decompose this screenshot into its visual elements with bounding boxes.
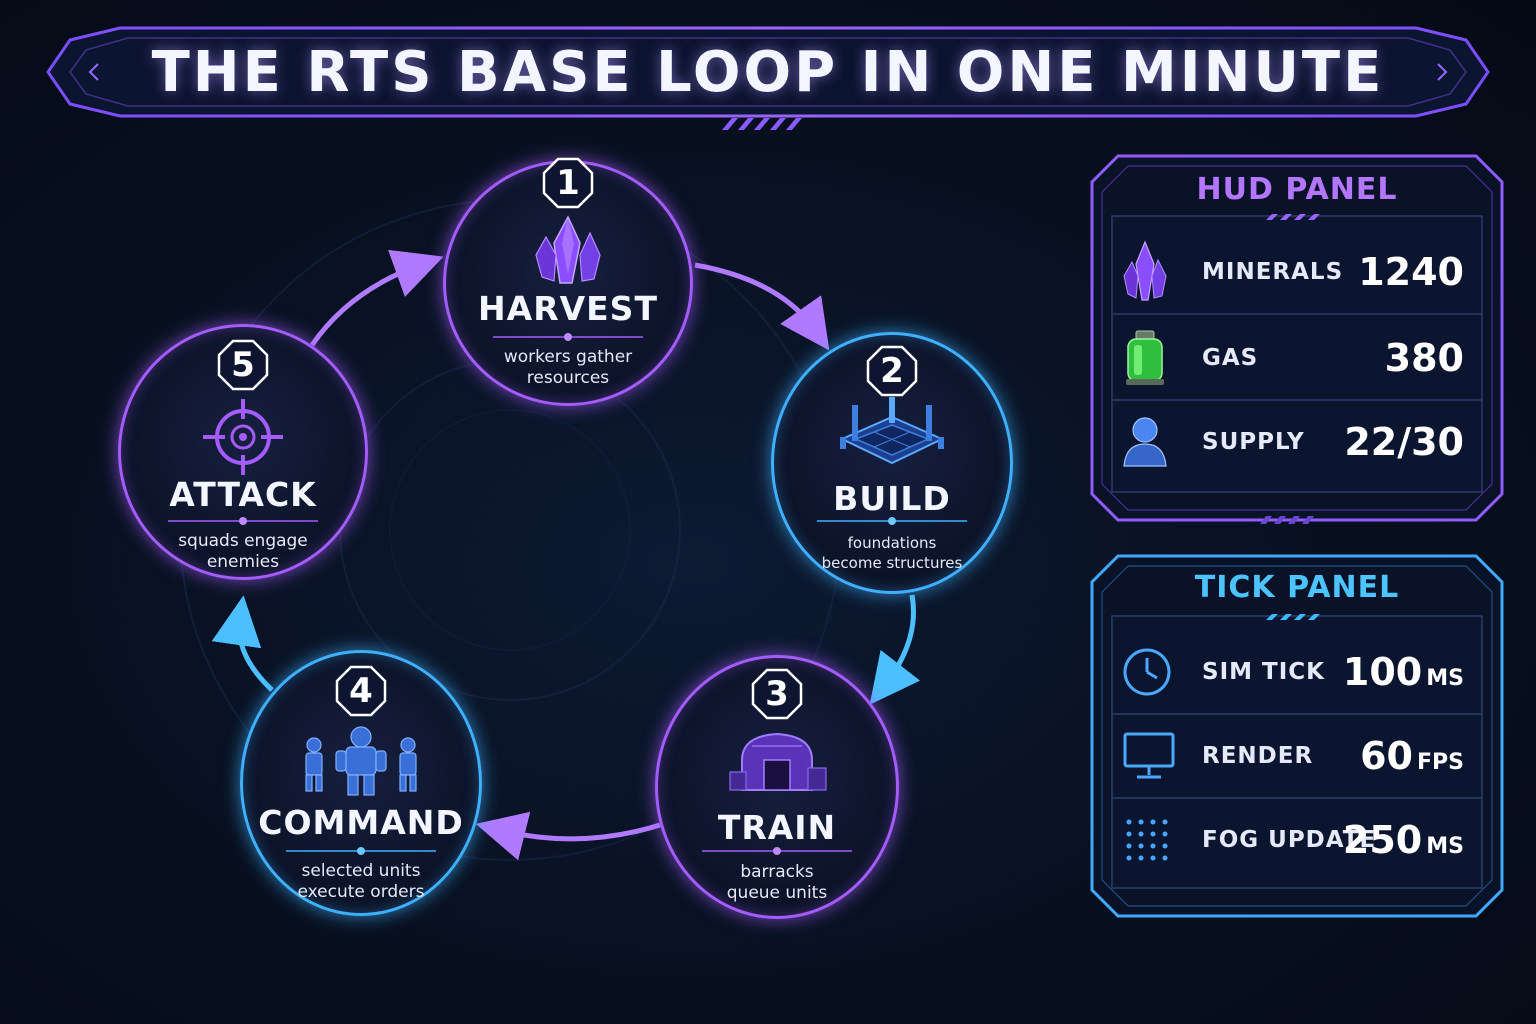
crystal-icon xyxy=(535,215,601,284)
row-value: 1240 xyxy=(1358,250,1464,294)
hud-panel-title: HUD PANEL xyxy=(1196,172,1398,207)
row-label: GAS xyxy=(1202,345,1259,371)
step-description: barracks queue units xyxy=(726,862,828,903)
step-divider xyxy=(286,847,436,855)
row-label: RENDER xyxy=(1202,743,1314,769)
fog-dots-icon xyxy=(1126,819,1168,861)
title-frame xyxy=(46,26,1490,130)
hud-row-gas: GAS 380 xyxy=(1112,316,1478,400)
step-description: selected units execute orders xyxy=(297,861,425,902)
squad-icon xyxy=(305,726,417,796)
step-command: 4 COMMAND selected units execute orders xyxy=(240,650,482,916)
step-label: TRAIN xyxy=(717,808,837,847)
monitor-icon xyxy=(1123,732,1175,779)
arrow-harvest-to-build xyxy=(694,262,830,351)
step-divider xyxy=(702,847,852,855)
clock-icon xyxy=(1123,648,1171,696)
step-attack: 5 ATTACK squads engage enemies xyxy=(118,324,368,580)
arrow-command-to-attack xyxy=(211,595,274,692)
step-description: workers gather resources xyxy=(503,347,633,388)
step-description: foundations become structures xyxy=(821,534,963,572)
step-label: ATTACK xyxy=(169,475,317,514)
row-value: 22/30 xyxy=(1344,420,1464,464)
page-title: THE RTS BASE LOOP IN ONE MINUTE xyxy=(151,40,1385,105)
gas-canister-icon xyxy=(1126,330,1164,385)
step-train: 3 TRAIN barracks queue units xyxy=(655,655,899,919)
crosshair-icon xyxy=(203,399,283,475)
tick-panel-title: TICK PANEL xyxy=(1194,570,1400,605)
barracks-icon xyxy=(729,732,827,791)
row-label: SIM TICK xyxy=(1202,659,1325,685)
mineral-crystal-icon xyxy=(1123,240,1167,301)
supply-person-icon xyxy=(1123,417,1167,467)
hud-panel-frame xyxy=(1090,154,1504,524)
step-label: HARVEST xyxy=(478,289,658,328)
step-divider xyxy=(168,517,318,525)
step-number-badge: 3 xyxy=(751,668,803,720)
step-number-badge: 2 xyxy=(866,345,918,397)
step-number-badge: 4 xyxy=(335,665,387,717)
step-number-badge: 5 xyxy=(217,339,269,391)
hud-row-supply: SUPPLY 22/30 xyxy=(1112,400,1478,484)
foundation-icon xyxy=(839,397,945,465)
step-harvest: 1 HARVEST workers gather resources xyxy=(443,157,693,406)
step-label: BUILD xyxy=(833,479,951,518)
step-number-badge: 1 xyxy=(542,157,594,209)
hud-row-minerals: MINERALS 1240 xyxy=(1112,230,1478,314)
arrow-build-to-train xyxy=(869,594,921,705)
row-value: 380 xyxy=(1384,336,1464,380)
row-label: MINERALS xyxy=(1202,259,1344,285)
step-divider xyxy=(817,517,967,525)
row-label: FOG UPDATE xyxy=(1202,827,1377,853)
arrow-attack-to-harvest xyxy=(309,249,444,347)
step-divider xyxy=(493,333,643,341)
step-build: 2 BUILD foundations become structures xyxy=(771,332,1013,594)
arrow-train-to-command xyxy=(475,811,661,861)
step-description: squads engage enemies xyxy=(178,531,308,572)
row-label: SUPPLY xyxy=(1202,429,1305,455)
step-label: COMMAND xyxy=(258,803,464,842)
hud-panel: HUD PANEL MINERALS 1240 GAS 380 SUPPLY 2… xyxy=(1088,152,1506,524)
